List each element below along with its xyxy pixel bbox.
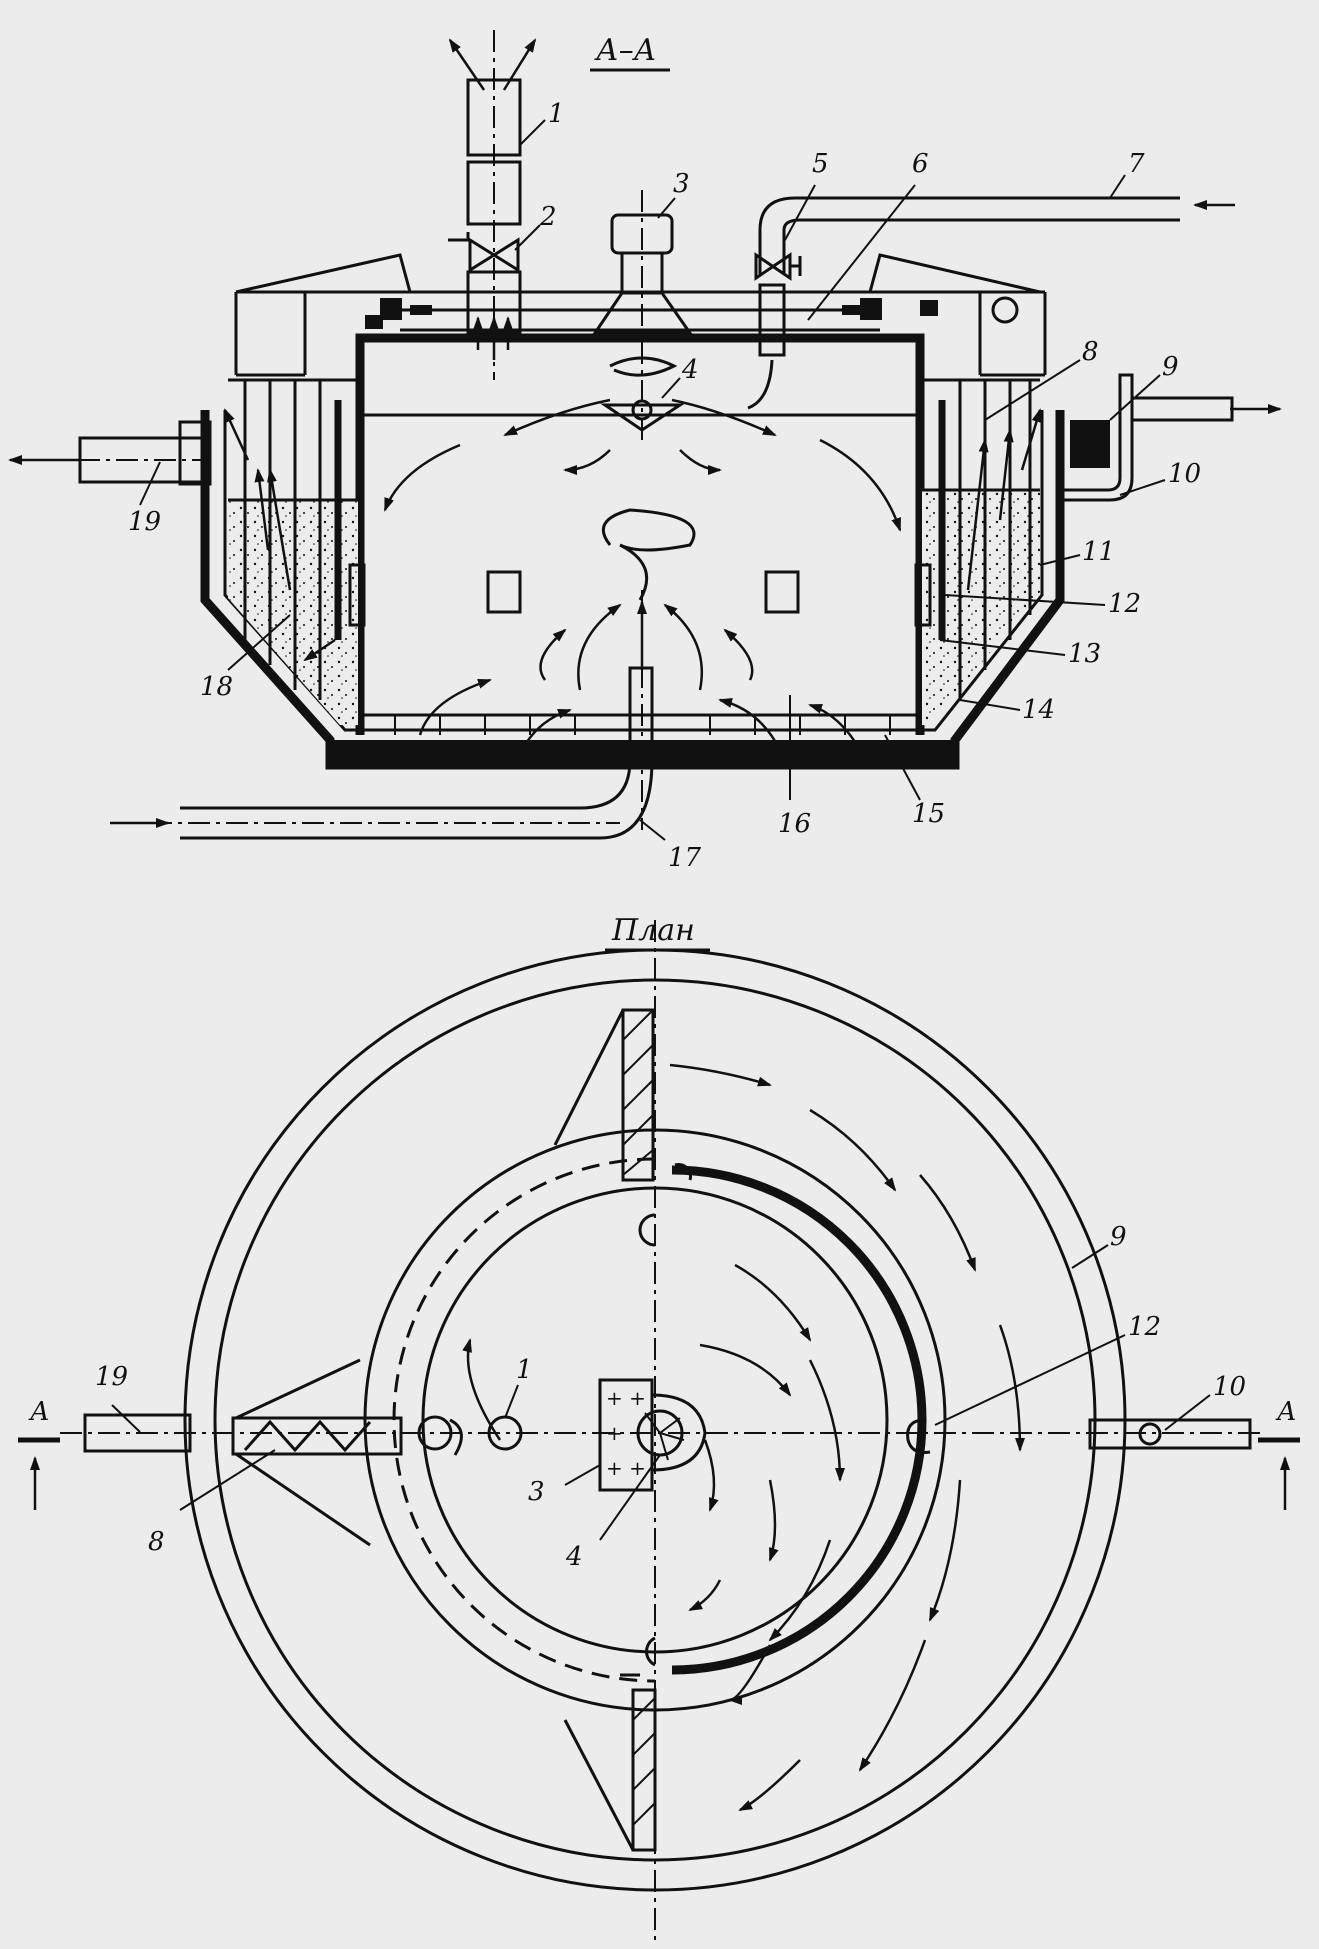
cut-label-right: А [1275, 1397, 1297, 1427]
plan-labels: 1 3 4 8 9 10 12 19 [95, 1222, 1246, 1572]
plan-label-3: 3 [528, 1477, 545, 1507]
plan-label-4: 4 [565, 1542, 583, 1572]
label-18: 18 [200, 672, 233, 702]
label-8: 8 [1082, 337, 1099, 367]
label-14: 14 [1022, 695, 1055, 725]
label-5: 5 [812, 149, 829, 179]
plan-label-8: 8 [148, 1527, 165, 1557]
tank-cover [234, 253, 1047, 377]
plan-label-9: 9 [1110, 1222, 1127, 1252]
inlet-pipe-top [747, 196, 1235, 410]
label-15: 15 [912, 799, 945, 829]
flow-arrows-section [383, 398, 902, 751]
svg-text:+ +: + + [606, 1386, 646, 1410]
plan-circle-left [417, 1415, 453, 1451]
cut-mark-left: А [18, 1397, 60, 1510]
label-11: 11 [1082, 537, 1115, 567]
plan-swirl [449, 1418, 463, 1456]
label-6: 6 [912, 149, 929, 179]
label-4: 4 [681, 355, 699, 385]
plan-outlet-19 [83, 1413, 192, 1453]
label-12: 12 [1108, 589, 1141, 619]
svg-text:+: + [606, 1421, 623, 1445]
label-7: 7 [1128, 149, 1145, 179]
motor-unit [592, 190, 693, 440]
label-10: 10 [1168, 459, 1201, 489]
svg-text:+ +: + + [606, 1456, 646, 1480]
label-2: 2 [539, 202, 557, 232]
dashed-ring [392, 1157, 656, 1683]
cut-label-left: А [28, 1397, 50, 1427]
clip-12 [906, 1418, 931, 1454]
bottom-block [563, 1636, 657, 1852]
plan-label-19: 19 [95, 1362, 128, 1392]
label-3: 3 [673, 169, 690, 199]
inner-chamber [355, 333, 925, 735]
label-13: 13 [1068, 639, 1101, 669]
label-9: 9 [1162, 352, 1179, 382]
plan-label-10: 10 [1213, 1372, 1246, 1402]
outlet-pipe-right [1060, 373, 1282, 502]
flow-arrows-plan [462, 1063, 1025, 1812]
left-filter [223, 378, 366, 725]
section-view: А–А [8, 30, 1282, 873]
screw-conveyor [231, 1358, 403, 1547]
label-1: 1 [548, 99, 565, 129]
plan-view: План [18, 913, 1300, 1940]
plan-label-12: 12 [1128, 1312, 1161, 1342]
cut-mark-right: А [1258, 1397, 1300, 1510]
top-block [553, 1008, 692, 1247]
plan-outlet-10 [1088, 1418, 1252, 1450]
plan-label-1: 1 [516, 1355, 533, 1385]
label-16: 16 [778, 809, 811, 839]
plan-motor: + + + + + [598, 1378, 707, 1492]
label-19: 19 [128, 507, 161, 537]
section-labels: 1 2 3 4 5 6 7 8 9 10 11 12 13 1 [128, 99, 1201, 873]
outlet-pipe-left [8, 420, 212, 486]
plan-title: План [611, 913, 695, 948]
label-17: 17 [668, 843, 702, 873]
section-title: А–А [594, 33, 656, 68]
exhaust-pipe [448, 30, 537, 380]
right-filter [914, 378, 1042, 725]
